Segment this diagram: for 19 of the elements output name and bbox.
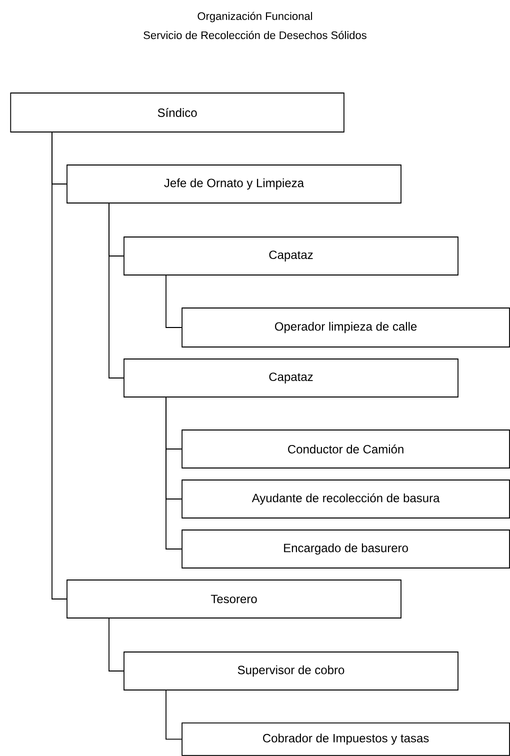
connector-line (166, 275, 182, 328)
connector-line (166, 397, 182, 550)
position-box: Supervisor de cobro (124, 652, 458, 690)
position-box: Tesorero (66, 580, 402, 618)
connector-line (108, 203, 124, 378)
connector-line (52, 132, 67, 600)
position-box: Jefe de Ornato y Limpieza (66, 164, 402, 204)
position-box: Conductor de Camión (182, 430, 510, 468)
position-box: Capataz (124, 236, 458, 276)
position-box: Ayudante de recolección de basura (182, 480, 510, 518)
position-box: Cobrador de Impuestos y tasas (182, 722, 510, 756)
connector-line (108, 618, 124, 672)
connector-line (166, 690, 182, 740)
position-box: Síndico (10, 92, 344, 132)
position-box: Encargado de basurero (182, 530, 510, 568)
position-box: Capataz (124, 358, 458, 398)
subtitle: Servicio de Recolección de Desechos Sólidos (144, 30, 366, 40)
position-box: Operador limpieza de calle (182, 308, 510, 348)
title: Organización Funcional (198, 12, 312, 22)
